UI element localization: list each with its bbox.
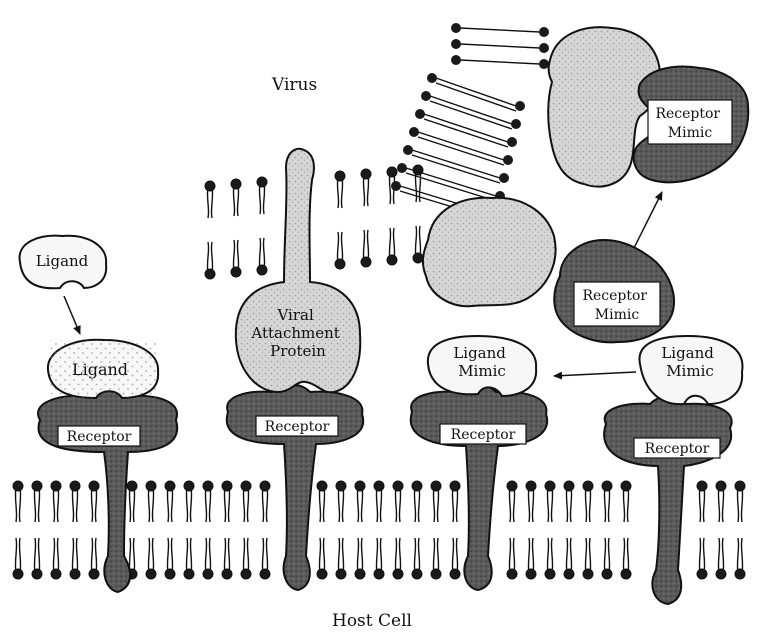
receptor-label-4: Receptor [645,441,710,457]
ligand-mimic-free: Ligand Mimic [639,336,742,404]
virus-label: Virus [271,75,317,95]
ligand-mimic-bound-label: Ligand Mimic [453,344,510,380]
receptor-mimic-free: Receptor Mimic [554,240,674,342]
ligand-free-label: Ligand [36,252,89,270]
ligand-mimic-bound: Ligand Mimic [428,336,536,396]
host-cell-label: Host Cell [332,611,412,631]
arrow-ligand-to-receptor [64,296,80,334]
receptor-label-1: Receptor [67,429,132,445]
viral-attachment-protein: Viral Attachment Protein [236,149,360,392]
arrow-ligand-mimic [554,372,636,376]
virus-surface-protein-middle [423,198,556,306]
receptor-label-3: Receptor [451,427,516,443]
ligand-bound: Ligand [48,340,158,398]
receptor-mimic-on-virus: Receptor Mimic [634,67,749,183]
receptor-label-2: Receptor [265,419,330,435]
ligand-bound-label: Ligand [72,360,128,379]
ligand-free: Ligand [20,236,107,289]
arrow-receptor-mimic [634,192,662,248]
ligand-mimic-free-label: Ligand Mimic [661,344,718,380]
